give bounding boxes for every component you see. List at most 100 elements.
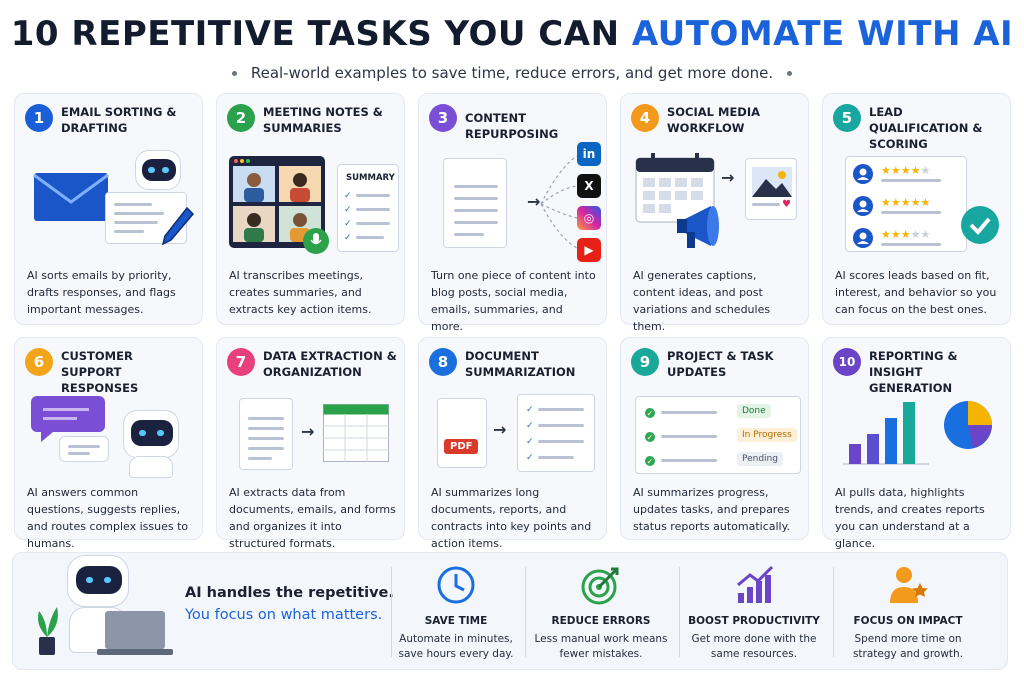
divider	[391, 567, 392, 657]
card-description: AI answers common questions, suggests re…	[27, 486, 189, 550]
card-number: 9	[631, 348, 659, 376]
user-icon	[853, 164, 873, 184]
card-description: AI scores leads based on fit, interest, …	[835, 269, 997, 316]
card-number: 1	[25, 104, 53, 132]
illustration: PDF → ✓ ✓ ✓ ✓	[427, 392, 598, 482]
pdf-icon: PDF	[437, 398, 487, 468]
subtitle-row: Real-world examples to save time, reduce…	[0, 64, 1024, 82]
card-description: AI summarizes progress, updates tasks, a…	[633, 486, 791, 533]
summary-document: SUMMARY ✓ ✓ ✓ ✓	[337, 164, 399, 252]
star-icon: ★★★★★	[881, 228, 931, 241]
arrow-icon: →	[721, 168, 735, 187]
status-badge: In Progress	[737, 428, 797, 442]
robot-icon	[135, 150, 181, 190]
card-meeting-notes: 2 Meeting Notes & Summaries SUMMARY ✓ ✓ ✓…	[216, 93, 405, 325]
robot-icon	[67, 555, 129, 607]
card-email-sorting: 1Email Sorting & Drafting AI sorts email…	[14, 93, 203, 325]
card-title: Lead Qualification & Scoring	[869, 105, 983, 151]
check-icon: ✓	[344, 219, 352, 229]
illustration: →	[225, 392, 396, 482]
benefit-title: BOOST PRODUCTIVITY	[688, 615, 820, 627]
illustration: → ♥	[629, 148, 800, 258]
check-icon: ✓	[645, 432, 655, 442]
bullet-dot-left	[231, 70, 237, 76]
robot-body	[129, 456, 173, 478]
check-icon: ✓	[344, 233, 352, 243]
card-lead-qualification: 5Lead Qualification & Scoring ★★★★★ ★★★★…	[822, 93, 1011, 325]
checkmark-icon	[961, 206, 999, 244]
card-title: Data Extraction & Organization	[263, 349, 397, 379]
x-icon: X	[577, 174, 601, 198]
illustration	[23, 148, 195, 258]
arrow-icon: →	[527, 192, 541, 211]
benefit-desc-line: same resources.	[710, 648, 798, 660]
chat-bubble-icon	[31, 396, 105, 442]
illustration: SUMMARY ✓ ✓ ✓ ✓	[225, 148, 399, 258]
benefit-title: SAVE TIME	[424, 615, 488, 627]
robot-headset-icon	[123, 410, 179, 458]
benefit-desc-line: Automate in minutes,	[399, 633, 513, 645]
benefit-desc-line: save hours every day.	[398, 648, 514, 660]
target-icon	[581, 565, 621, 605]
card-title: Reporting & Insight Generation	[869, 349, 958, 395]
card-number: 5	[833, 104, 861, 132]
benefit-boost-productivity: BOOST PRODUCTIVITY Get more done with th…	[679, 565, 829, 662]
instagram-icon: ◎	[577, 206, 601, 230]
footer-banner: AI handles the repetitive. You focus on …	[12, 552, 1008, 670]
illustration	[831, 392, 1002, 482]
benefit-desc-line: Get more done with the	[691, 633, 817, 645]
benefit-title: REDUCE ERRORS	[551, 615, 651, 627]
card-title: Project & Task Updates	[667, 349, 774, 379]
spreadsheet-icon	[323, 404, 389, 462]
page-title: 10 REPETITIVE TASKS YOU CAN AUTOMATE WIT…	[0, 14, 1024, 54]
card-data-extraction: 7 Data Extraction & Organization → AI ext…	[216, 337, 405, 550]
benefit-save-time: SAVE TIME Automate in minutes, save hours…	[381, 565, 531, 662]
arrow-icon: →	[493, 420, 507, 439]
card-number: 6	[25, 348, 53, 376]
title-main: 10 REPETITIVE TASKS YOU CAN	[10, 14, 632, 54]
card-number: 8	[429, 348, 457, 376]
card-description: AI extracts data from documents, emails,…	[229, 486, 396, 550]
subtitle: Real-world examples to save time, reduce…	[250, 64, 774, 82]
benefit-description: Automate in minutes, save hours every day…	[381, 632, 531, 662]
card-number: 7	[227, 348, 255, 376]
card-description: AI generates captions, content ideas, an…	[633, 269, 771, 333]
card-project-updates: 9Project & Task Updates ✓ Done ✓ In Prog…	[620, 337, 809, 540]
benefit-title: FOCUS ON IMPACT	[853, 615, 963, 627]
document-icon	[443, 158, 507, 248]
card-number: 2	[227, 104, 255, 132]
illustration: → in X ◎ ▶	[427, 142, 601, 262]
card-number: 10	[833, 348, 861, 376]
arrow-icon: →	[301, 422, 315, 441]
card-title: Document Summarization	[465, 349, 576, 379]
linkedin-icon: in	[577, 142, 601, 166]
clock-icon	[436, 565, 476, 605]
benefit-desc-line: fewer mistakes.	[559, 648, 643, 660]
card-social-media: 4Social Media Workflow → ♥ AI generates …	[620, 93, 809, 333]
pdf-label: PDF	[444, 439, 479, 454]
megaphone-icon	[677, 206, 719, 248]
youtube-icon: ▶	[577, 238, 601, 262]
card-title: Email Sorting & Drafting	[61, 105, 177, 135]
check-icon: ✓	[344, 205, 352, 215]
card-reporting-insights: 10 Reporting & Insight Generation AI pull…	[822, 337, 1011, 550]
branch-lines	[540, 155, 578, 249]
card-title: Meeting Notes & Summaries	[263, 105, 383, 135]
status-badge: Pending	[737, 452, 783, 466]
benefit-desc-line: Spend more time on	[854, 633, 962, 645]
card-description: AI pulls data, highlights trends, and cr…	[835, 486, 985, 550]
divider	[679, 567, 680, 657]
bullet-dot-right	[787, 70, 793, 76]
card-number: 4	[631, 104, 659, 132]
card-number: 3	[429, 104, 457, 132]
user-icon	[853, 196, 873, 216]
draft-document	[105, 192, 187, 244]
image-post-icon: ♥	[745, 158, 797, 220]
check-icon: ✓	[645, 408, 655, 418]
document-icon	[239, 398, 293, 470]
check-icon: ✓	[344, 191, 352, 201]
growth-chart-icon	[734, 565, 774, 605]
benefit-description: Get more done with the same resources.	[679, 632, 829, 662]
